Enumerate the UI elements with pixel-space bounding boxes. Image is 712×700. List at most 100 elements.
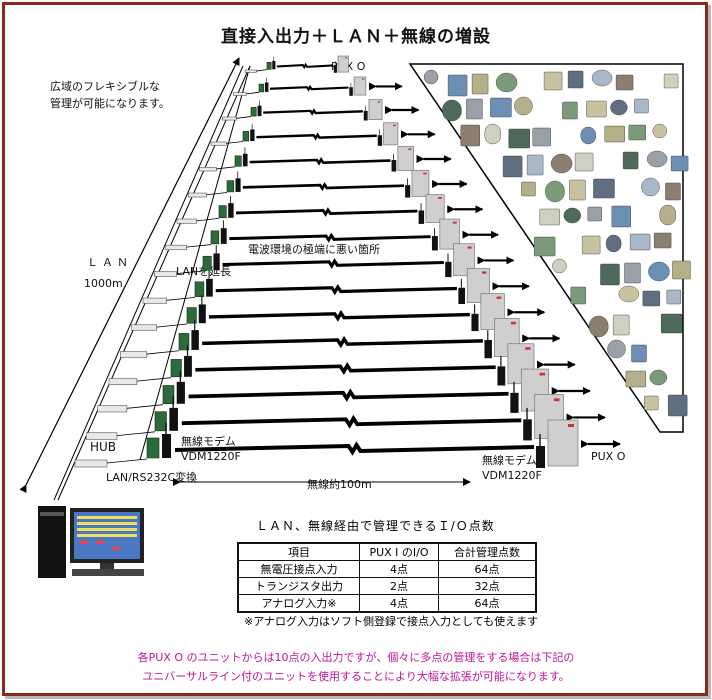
lan-rs232c-converter-icon	[162, 385, 175, 405]
footer-note: 各PUX O のユニットからは10点の入出力ですが、個々に多点の管理をする場合は…	[0, 648, 712, 686]
lan-rs232c-converter-icon	[234, 155, 242, 167]
table-cell: 4点	[359, 594, 439, 613]
wireless-modem-icon	[377, 135, 383, 146]
equipment-photo-icon	[641, 177, 660, 197]
lan-rs232c-converter-icon	[194, 281, 205, 297]
lan-cable	[176, 270, 204, 275]
equipment-photo-icon	[666, 289, 682, 305]
wireless-modem-icon	[184, 355, 192, 377]
network-hub-icon	[244, 69, 257, 73]
equipment-photo-icon	[665, 182, 681, 201]
pux-unit-box-icon	[383, 122, 399, 146]
wireless-modem-icon	[445, 261, 452, 278]
equipment-photo-icon	[563, 207, 581, 224]
table-cell: トランジスタ出力	[237, 577, 360, 595]
unit-led	[553, 398, 560, 402]
table-header: PUX I のI/O	[359, 542, 439, 561]
equipment-photo-icon	[508, 128, 530, 149]
lan-cable	[136, 377, 172, 382]
lan-rs232c-converter-icon	[242, 131, 250, 142]
radio-link-zigzag-icon	[215, 283, 457, 296]
wireless-modem-icon	[405, 185, 411, 198]
wireless-modem-icon	[272, 60, 276, 70]
equipment-photo-icon	[652, 123, 667, 139]
table-cell: 2点	[359, 577, 439, 595]
equipment-photo-icon	[447, 74, 468, 97]
equipment-photo-icon	[552, 258, 567, 274]
network-hub-icon	[74, 459, 108, 468]
equipment-photo-icon	[569, 179, 586, 201]
wireless-modem-icon	[349, 87, 353, 96]
equipment-photo-icon	[672, 260, 691, 280]
equipment-photo-icon	[521, 181, 536, 197]
table-cell: 32点	[438, 577, 537, 595]
unit-led	[539, 372, 546, 376]
wireless-modem-icon	[497, 366, 506, 386]
equipment-photo-icon	[502, 155, 523, 178]
lan-cable	[186, 244, 212, 248]
equipment-photo-icon	[628, 124, 646, 141]
lan-cable	[236, 116, 252, 119]
modem-right-label-line2: VDM1220F	[482, 469, 542, 482]
pux-unit-box-icon	[425, 194, 445, 224]
lan-cable	[116, 431, 156, 437]
equipment-photo-icon	[631, 344, 647, 363]
lan-rs232c-converter-icon	[146, 437, 160, 459]
wireless-modem-icon	[235, 178, 241, 192]
wireless-modem-icon	[191, 330, 199, 350]
wireless-modem-icon	[176, 381, 185, 404]
equipment-photo-icon	[593, 178, 615, 199]
unit-led	[482, 271, 487, 274]
equipment-photo-icon	[532, 127, 551, 147]
equipment-photo-icon	[610, 99, 628, 116]
footer-line2: ユニバーサルライン付のユニットを使用することにより大幅な拡張が可能になります。	[142, 670, 570, 683]
wireless-modem-icon	[536, 446, 545, 468]
unit-led	[467, 246, 472, 249]
network-hub-icon	[165, 244, 187, 251]
network-hub-icon	[86, 432, 118, 440]
equipment-photo-icon	[663, 73, 679, 89]
equipment-photo-icon	[643, 395, 659, 411]
wireless-modem-icon	[162, 434, 171, 458]
lan-cable	[106, 458, 148, 464]
equipment-photo-icon	[567, 70, 584, 89]
lan-cable	[226, 141, 244, 144]
equipment-photo-icon	[550, 153, 573, 174]
equipment-photo-icon	[634, 98, 649, 114]
table-cell: 64点	[438, 594, 537, 613]
lan-trunk-lines	[53, 65, 251, 501]
modem-right-label-line1: 無線モデム	[482, 454, 537, 467]
equipment-photo-icon	[562, 101, 578, 120]
equipment-photo-icon	[442, 99, 462, 122]
lan-cable	[256, 69, 268, 72]
equipment-photo-icon	[600, 263, 620, 286]
lan-cable	[166, 296, 196, 301]
radio-link-zigzag-icon	[269, 84, 349, 92]
pux-unit-box-icon	[368, 99, 383, 120]
equipment-photo-icon	[660, 313, 683, 334]
equipment-photo-icon	[625, 370, 647, 388]
equipment-photo-icon	[649, 369, 668, 386]
unit-led	[423, 172, 427, 175]
network-hub-icon	[199, 167, 217, 172]
table-cell: 無電圧接点入力	[237, 560, 360, 578]
wireless-modem-icon	[363, 110, 368, 121]
lan-rs232c-converter-icon	[170, 359, 182, 378]
lan-cable	[126, 404, 164, 409]
equipment-photo-icon	[526, 154, 544, 176]
pux-unit-box-icon	[547, 419, 579, 467]
table-row: トランジスタ出力 2点 32点	[237, 577, 537, 595]
equipment-photo-icon	[622, 151, 639, 170]
io-table-title: ＬＡＮ、無線経由で管理できるＩ/Ｏ点数	[256, 519, 495, 533]
equipment-photo-icon	[646, 150, 668, 168]
wireless-modem-icon	[220, 228, 227, 244]
equipment-photo-icon	[648, 261, 670, 282]
table-row: 無電圧接点入力 4点 64点	[237, 560, 537, 578]
equipment-photo-icon	[484, 123, 501, 145]
lan-cable	[246, 91, 260, 95]
radio-link-zigzag-icon	[249, 157, 391, 166]
unit-led	[452, 221, 457, 224]
equipment-photo-icon	[490, 97, 512, 118]
